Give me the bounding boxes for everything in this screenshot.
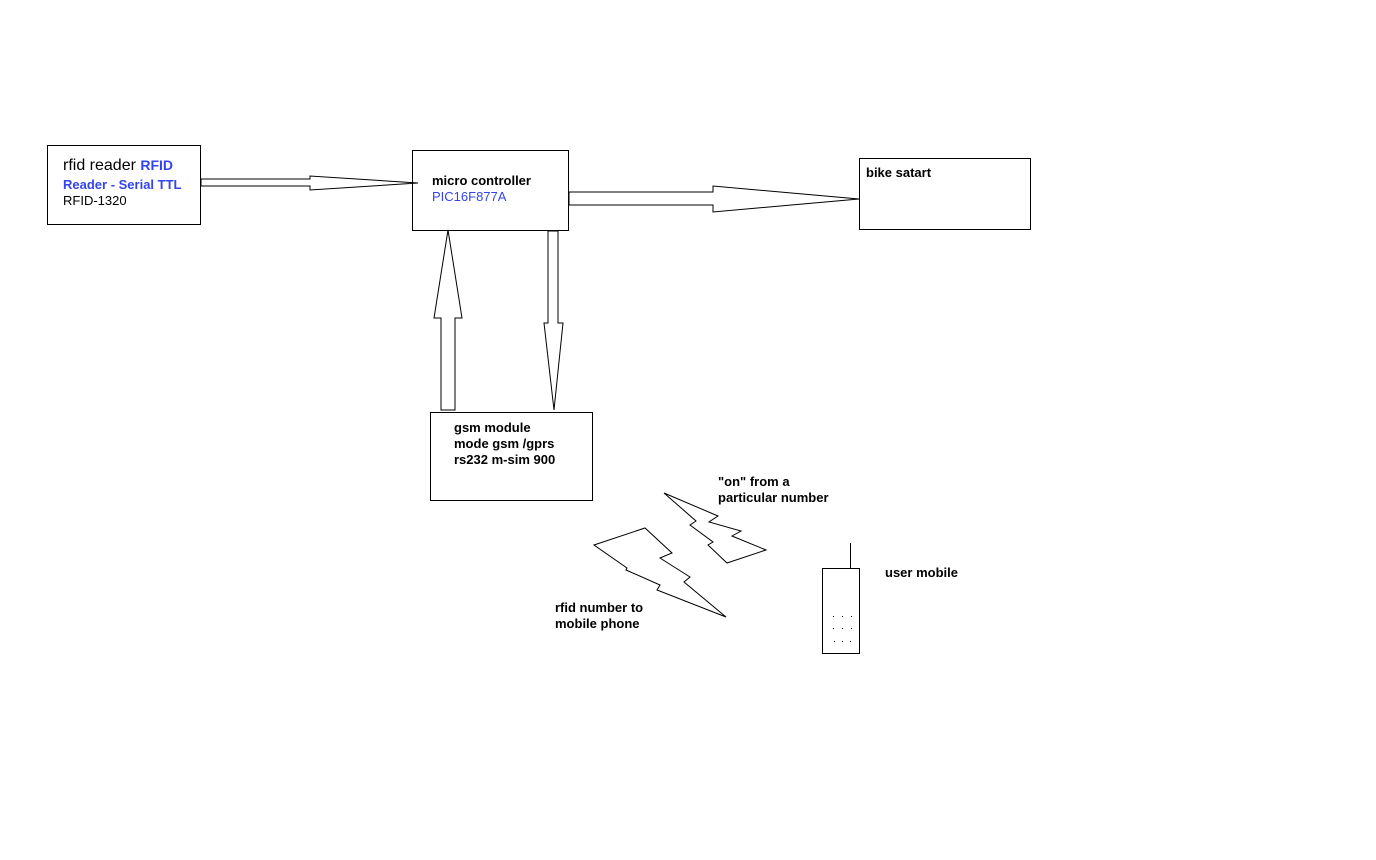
rfid-signal-label-1: rfid number to <box>555 600 644 615</box>
gsm-module-label: gsm module <box>454 420 531 435</box>
gsm-module-model: rs232 m-sim 900 <box>454 452 556 467</box>
lightning-rfid-signal-icon <box>592 527 727 618</box>
micro-controller-model: PIC16F877A <box>432 189 507 204</box>
rfid-reader-title: rfid reader <box>63 157 136 174</box>
arrow-rfid-to-controller <box>200 175 419 191</box>
arrow-controller-to-gsm <box>543 230 564 411</box>
user-mobile-phone-icon <box>822 543 860 654</box>
rfid-reader-model: RFID <box>140 157 174 173</box>
lightning-on-signal-icon <box>663 492 768 564</box>
rfid-signal-label-2: mobile phone <box>555 616 640 631</box>
arrow-gsm-to-controller <box>433 229 463 411</box>
bike-start-label: bike satart <box>866 165 932 180</box>
on-signal-label-1: "on" from a <box>718 474 790 489</box>
arrow-controller-to-bike <box>568 185 860 213</box>
micro-controller-label: micro controller <box>432 173 531 188</box>
rfid-reader-label: rfid reader RFID <box>63 157 173 174</box>
on-signal-label-2: particular number <box>718 490 829 505</box>
rfid-reader-model-line2: Reader - Serial TTL <box>63 177 182 192</box>
micro-controller-box <box>412 150 569 231</box>
user-mobile-label: user mobile <box>885 565 958 580</box>
rfid-reader-part-no: RFID-1320 <box>63 193 127 208</box>
gsm-module-box <box>430 412 593 501</box>
bike-start-box <box>859 158 1031 230</box>
gsm-module-mode: mode gsm /gprs <box>454 436 555 451</box>
